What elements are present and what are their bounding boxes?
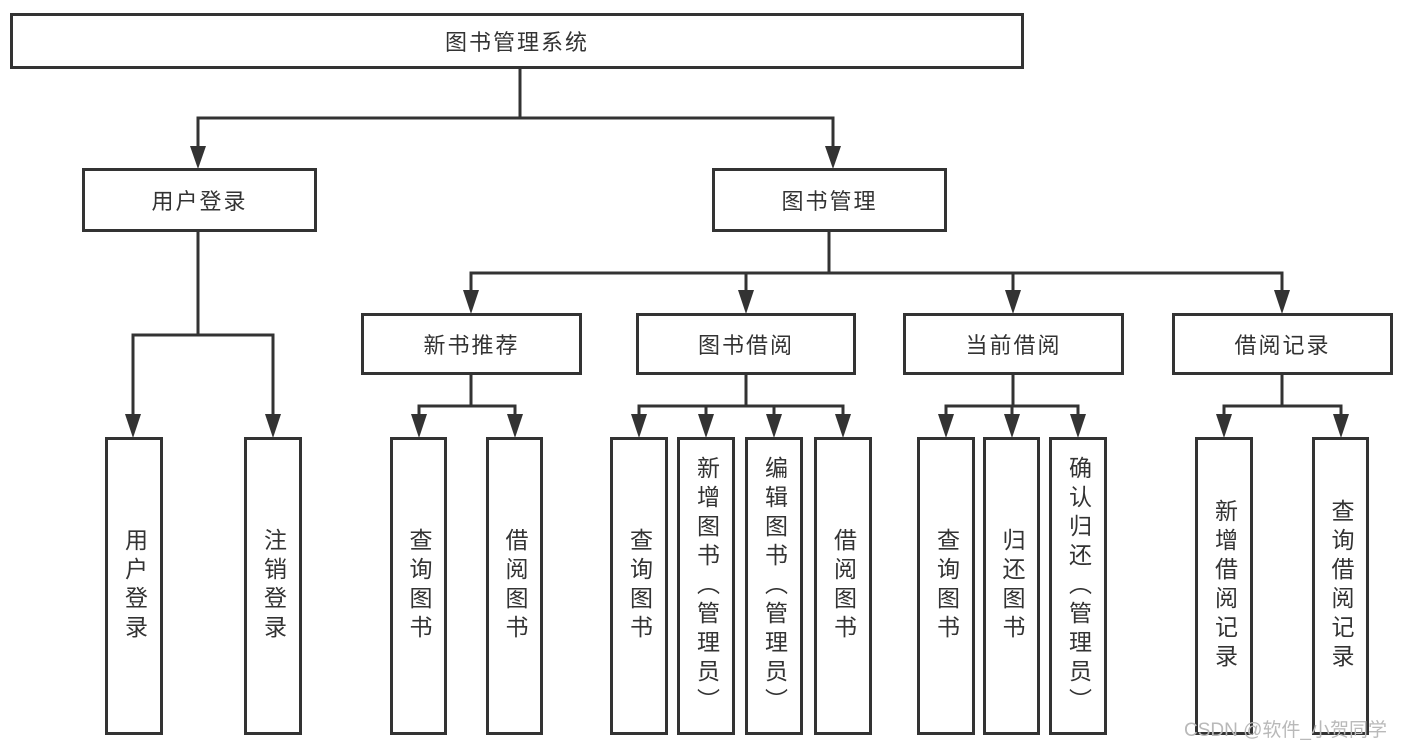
leaf-borrow-books-recommend: 借阅图书	[486, 437, 543, 735]
node-label: 用户登录	[151, 189, 248, 214]
arrow-down-icon	[1005, 290, 1021, 314]
edges-book-management-children	[463, 232, 1290, 314]
node-label: 图书借阅	[697, 333, 794, 358]
node-label: 查询借阅记录	[1328, 499, 1354, 673]
arrow-down-icon	[1004, 414, 1020, 438]
node-label: 确认归还（管理员）	[1065, 455, 1092, 717]
arrow-down-icon	[835, 414, 851, 438]
node-label: 用户登录	[121, 528, 148, 644]
node-label: 当前借阅	[965, 333, 1062, 358]
arrow-down-icon	[1070, 414, 1086, 438]
leaf-query-borrow-record: 查询借阅记录	[1312, 437, 1369, 735]
arrow-down-icon	[411, 414, 427, 438]
leaf-edit-books-admin: 编辑图书（管理员）	[745, 437, 803, 735]
csdn-watermark: CSDN @软件_小贺同学	[1184, 720, 1387, 741]
leaf-user-login: 用户登录	[105, 437, 163, 735]
leaf-logout: 注销登录	[244, 437, 302, 735]
arrow-down-icon	[1216, 414, 1232, 438]
arrow-down-icon	[738, 290, 754, 314]
node-borrowing-records: 借阅记录	[1172, 313, 1393, 375]
node-label: 归还图书	[999, 528, 1025, 644]
arrow-down-icon	[190, 146, 206, 169]
arrow-down-icon	[1333, 414, 1349, 438]
edges-user-login-children	[125, 232, 281, 438]
edges-new-book-children	[411, 375, 523, 438]
leaf-add-books-admin: 新增图书（管理员）	[677, 437, 735, 735]
arrow-down-icon	[1274, 290, 1290, 314]
node-user-login: 用户登录	[82, 168, 317, 232]
node-library-management-system: 图书管理系统	[10, 13, 1024, 69]
node-label: 借阅图书	[502, 528, 528, 644]
arrow-down-icon	[825, 146, 841, 169]
node-label: 借阅图书	[830, 528, 857, 644]
arrow-down-icon	[265, 414, 281, 438]
node-label: 查询图书	[406, 528, 432, 644]
leaf-query-books-recommend: 查询图书	[390, 437, 447, 735]
edges-current-borrow-children	[938, 375, 1086, 438]
arrow-down-icon	[507, 414, 523, 438]
node-label: 新书推荐	[423, 333, 520, 358]
edges-root-to-level2	[190, 69, 841, 169]
node-label: 查询图书	[933, 528, 960, 644]
arrow-down-icon	[698, 414, 714, 438]
arrow-down-icon	[938, 414, 954, 438]
leaf-add-borrow-record: 新增借阅记录	[1195, 437, 1253, 735]
leaf-confirm-return-admin: 确认归还（管理员）	[1049, 437, 1107, 735]
node-book-borrowing: 图书借阅	[636, 313, 856, 375]
node-label: 查询图书	[626, 528, 653, 644]
leaf-borrow-books: 借阅图书	[814, 437, 872, 735]
arrow-down-icon	[766, 414, 782, 438]
node-label: 新增图书（管理员）	[693, 455, 720, 717]
node-label: 注销登录	[260, 528, 287, 644]
arrow-down-icon	[463, 290, 479, 314]
node-book-management: 图书管理	[712, 168, 947, 232]
node-label: 借阅记录	[1234, 333, 1331, 358]
node-label: 新增借阅记录	[1211, 499, 1238, 673]
node-new-book-recommendation: 新书推荐	[361, 313, 582, 375]
arrow-down-icon	[125, 414, 141, 438]
edges-book-borrow-children	[631, 375, 851, 438]
node-label: 图书管理	[781, 189, 878, 214]
leaf-query-books-current: 查询图书	[917, 437, 975, 735]
leaf-query-books-borrow: 查询图书	[610, 437, 668, 735]
edges-borrow-records-children	[1216, 375, 1349, 438]
arrow-down-icon	[631, 414, 647, 438]
leaf-return-books: 归还图书	[983, 437, 1040, 735]
node-label: 编辑图书（管理员）	[761, 455, 788, 717]
node-current-borrowing: 当前借阅	[903, 313, 1124, 375]
node-label: 图书管理系统	[444, 30, 589, 55]
